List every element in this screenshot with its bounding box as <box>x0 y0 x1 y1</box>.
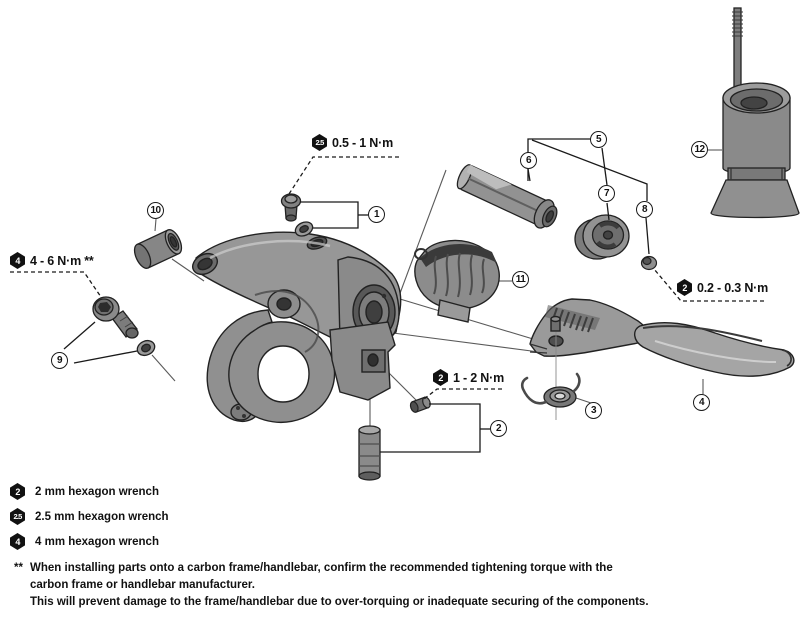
footnote-marker: ** <box>14 562 23 574</box>
torque-value: 4 - 6 N·m ** <box>30 253 94 268</box>
fixing-bolt-washer <box>136 339 156 357</box>
callout-10: 10 <box>147 202 164 219</box>
hex-wrench-badge: 2 <box>677 279 692 296</box>
footnote-line-3: This will prevent damage to the frame/ha… <box>30 596 649 608</box>
fixing-bolt <box>92 296 139 339</box>
rubber-cover <box>414 239 500 323</box>
hex-wrench-badge: 4 <box>10 533 25 550</box>
legend-row-2-5mm: 2.5 2.5 mm hexagon wrench <box>10 504 169 529</box>
clamp-bolt <box>280 193 302 222</box>
torque-value: 0.5 - 1 N·m <box>332 135 394 150</box>
return-spring <box>520 372 581 408</box>
torque-label-set-screw: 2 1 - 2 N·m <box>433 369 504 386</box>
callout-3: 3 <box>585 402 602 419</box>
footnote-line-2: carbon frame or handlebar manufacturer. <box>30 579 255 591</box>
legend-label: 2.5 mm hexagon wrench <box>35 510 169 523</box>
master-cylinder-body <box>191 231 402 423</box>
callout-1: 1 <box>368 206 385 223</box>
wrench-legend: 2 2 mm hexagon wrench 2.5 2.5 mm hexagon… <box>10 479 169 554</box>
callout-7: 7 <box>598 185 615 202</box>
callout-8: 8 <box>636 201 653 218</box>
callout-9: 9 <box>51 352 68 369</box>
torque-label-clamp-top: 2.5 0.5 - 1 N·m <box>312 134 393 151</box>
callout-2: 2 <box>490 420 507 437</box>
callout-4: 4 <box>693 394 710 411</box>
bleed-funnel <box>710 7 800 219</box>
callout-6: 6 <box>520 152 537 169</box>
brake-lever-blade <box>634 322 795 377</box>
cylinder-plug <box>358 425 381 481</box>
footnote-line-1: When installing parts onto a carbon fram… <box>30 562 613 574</box>
hex-wrench-badge: 2 <box>10 483 25 500</box>
hex-wrench-badge: 2 <box>433 369 448 386</box>
piston-barrel <box>456 164 558 229</box>
set-screw <box>409 396 431 413</box>
carbon-frame-footnote: ** When installing parts onto a carbon f… <box>14 560 774 611</box>
callout-bracket-lines <box>63 138 650 453</box>
torque-label-adjuster-nut: 2 0.2 - 0.3 N·m <box>677 279 768 296</box>
reach-adjust-dial <box>574 214 630 260</box>
legend-label: 2 mm hexagon wrench <box>35 485 159 498</box>
callout-12: 12 <box>691 141 708 158</box>
legend-row-2mm: 2 2 mm hexagon wrench <box>10 479 169 504</box>
callout-11: 11 <box>512 271 529 288</box>
lever-bracket <box>529 298 650 357</box>
hex-wrench-badge: 2.5 <box>312 134 327 151</box>
torque-leader-lines <box>10 156 764 400</box>
adjuster-nut <box>640 255 658 271</box>
torque-value: 1 - 2 N·m <box>453 370 504 385</box>
legend-label: 4 mm hexagon wrench <box>35 535 159 548</box>
torque-label-fixing-bolt: 4 4 - 6 N·m ** <box>10 252 94 269</box>
pivot-bushing <box>133 229 183 269</box>
clamp-bolt-washer <box>294 221 314 237</box>
hex-wrench-badge: 4 <box>10 252 25 269</box>
legend-row-4mm: 4 4 mm hexagon wrench <box>10 529 169 554</box>
torque-value: 0.2 - 0.3 N·m <box>697 280 769 295</box>
hex-wrench-badge: 2.5 <box>10 508 25 525</box>
callout-5: 5 <box>590 131 607 148</box>
